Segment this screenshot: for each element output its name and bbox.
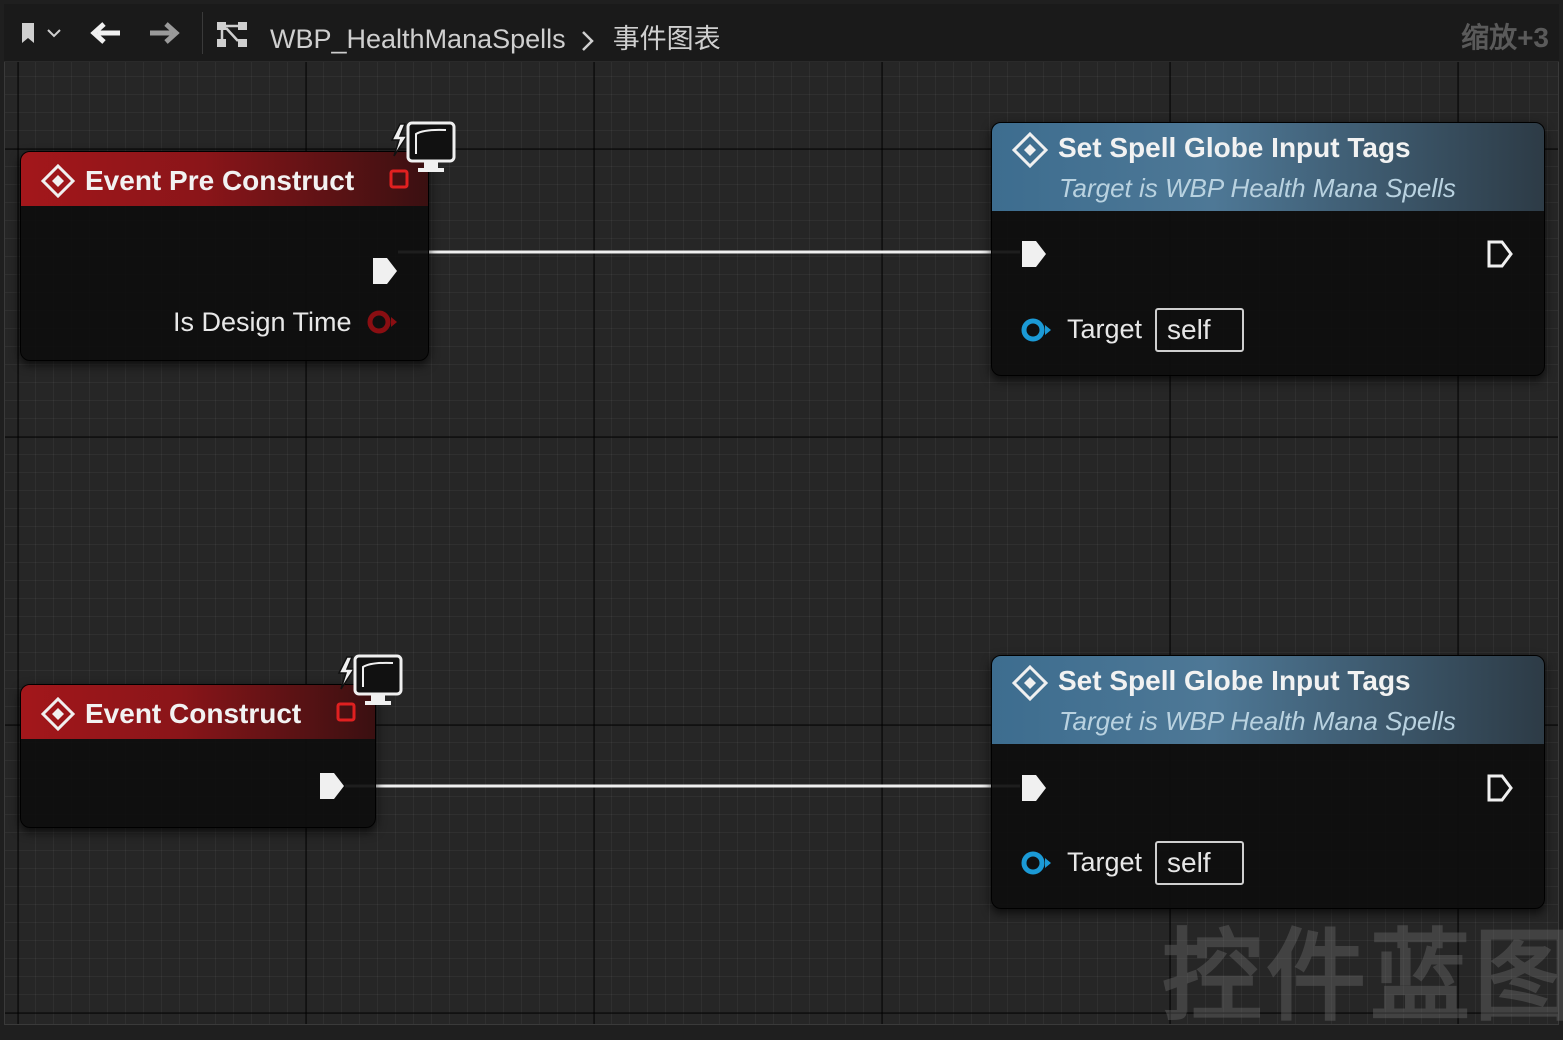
exec-out-pin[interactable] [318,771,346,801]
object-in-pin[interactable] [1020,317,1054,343]
arrow-right-icon [148,21,180,45]
bookmark-icon [19,22,39,44]
widget-blueprint-watermark: 控件蓝图 [1162,921,1563,1033]
node-title: Event Pre Construct [85,165,355,196]
target-label: Target [1067,847,1143,877]
node-title: Set Spell Globe Input Tags [1058,665,1411,696]
set-spell-globe-input-tags-node[interactable]: Set Spell Globe Input Tags Target is WBP… [991,122,1545,376]
arrow-left-icon [90,21,122,45]
is-design-time-label: Is Design Time [173,307,352,337]
function-diamond-icon [1012,132,1048,168]
breadcrumb-blueprint[interactable]: WBP_HealthManaSpells [270,24,566,54]
exec-out-pin[interactable] [1486,773,1514,803]
bookmark-dropdown-button[interactable] [14,18,66,48]
node-header [21,685,375,739]
breadcrumb-graph[interactable]: 事件图表 [612,24,721,54]
exec-out-pin[interactable] [1486,239,1514,269]
target-default-value[interactable]: self [1155,308,1244,352]
chevron-down-icon [47,28,61,38]
event-diamond-icon [41,697,75,731]
event-construct-node[interactable]: Event Construct [20,684,376,828]
node-subtitle: Target is WBP Health Mana Spells [1059,706,1456,736]
delegate-pin-icon[interactable] [336,702,356,722]
back-button[interactable] [86,16,126,50]
zoom-level: 缩放+3 [1461,22,1549,53]
target-default-value[interactable]: self [1155,841,1244,885]
exec-in-pin[interactable] [1020,239,1048,269]
exec-in-pin[interactable] [1020,773,1048,803]
graph-toolbar: WBP_HealthManaSpells 事件图表 缩放+3 [4,4,1559,62]
target-label: Target [1067,314,1143,344]
node-header [21,152,428,206]
node-subtitle: Target is WBP Health Mana Spells [1059,173,1456,203]
node-title: Set Spell Globe Input Tags [1058,132,1411,163]
object-in-pin[interactable] [1020,850,1054,876]
exec-out-pin[interactable] [371,256,399,286]
breadcrumb: WBP_HealthManaSpells 事件图表 [270,17,721,56]
event-diamond-icon [41,164,75,198]
node-title: Event Construct [85,698,302,729]
delegate-pin-icon[interactable] [389,169,409,189]
node-header [992,656,1544,744]
function-diamond-icon [1012,665,1048,701]
set-spell-globe-input-tags-node[interactable]: Set Spell Globe Input Tags Target is WBP… [991,655,1545,909]
event-pre-construct-node[interactable]: Event Pre Construct Is Design Time [20,151,429,361]
client-only-icon [388,120,458,178]
forward-button[interactable] [144,16,184,50]
chevron-right-icon [581,30,595,52]
node-header [992,123,1544,211]
client-only-icon [335,653,405,711]
toolbar-divider [202,12,203,54]
bool-out-pin[interactable] [365,309,399,335]
blueprint-graph-icon [214,18,250,50]
